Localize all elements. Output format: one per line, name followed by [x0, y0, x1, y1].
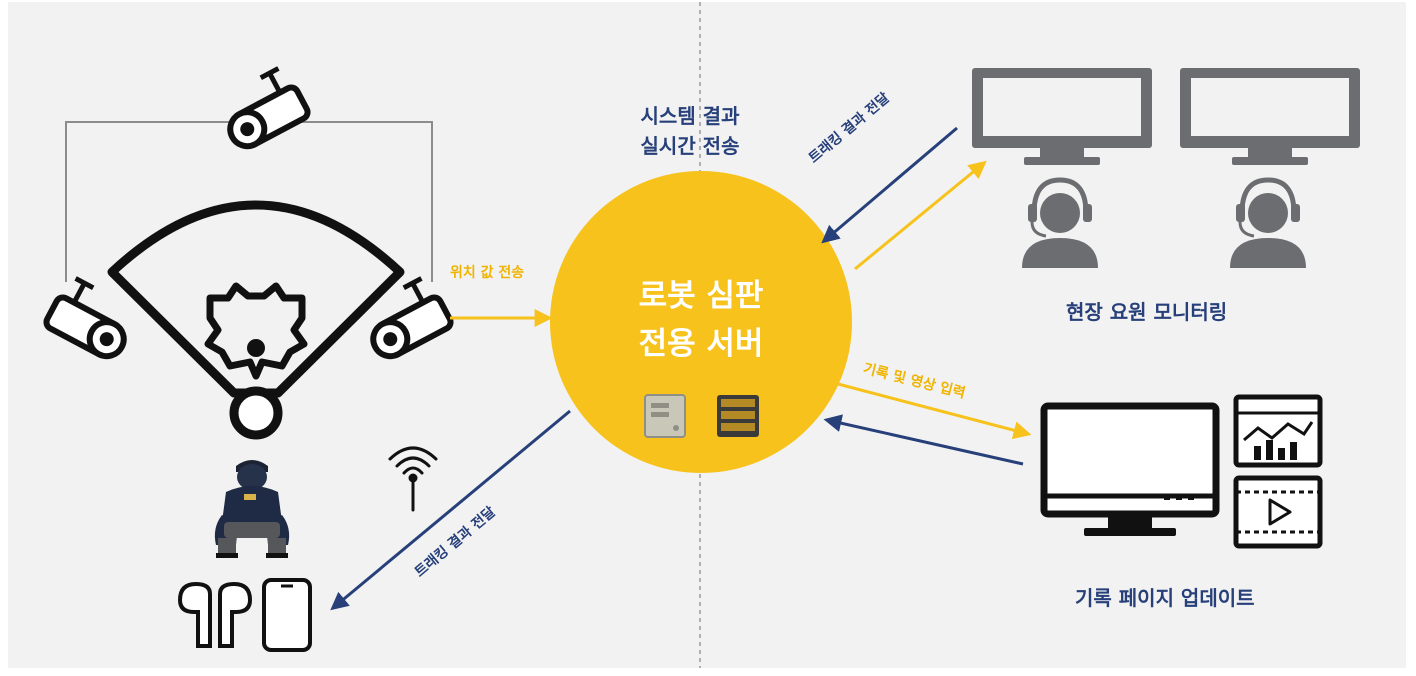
video-play-icon	[1233, 475, 1323, 549]
top-caption-line2: 실시간 전송	[640, 134, 740, 158]
arrow-monitor-feed	[854, 160, 987, 271]
top-caption: 시스템 결과 실시간 전송	[600, 101, 780, 161]
hub-title-line2: 전용 서버	[638, 326, 764, 362]
arrow-tracking-to-monitor	[821, 126, 958, 244]
camera-icon	[227, 66, 311, 150]
camera-icon	[370, 276, 454, 360]
arrow-record-input	[837, 382, 1032, 440]
umpire-icon	[214, 460, 290, 558]
arrow-record-return	[823, 414, 1024, 466]
smartphone-icon	[262, 578, 312, 652]
wireless-signal-icon	[388, 446, 438, 512]
hub-title-line1: 로봇 심판	[638, 278, 764, 314]
baseball-field-icon	[107, 200, 405, 440]
label-position-send: 위치 값 전송	[450, 265, 525, 281]
monitor-icon	[1040, 402, 1220, 536]
headset-operator-icon	[1230, 177, 1306, 268]
section-monitoring: 현장 요원 모니터링	[1066, 300, 1228, 324]
camera-icon	[43, 276, 127, 360]
monitor-icon	[1180, 68, 1360, 165]
server-icon	[644, 394, 686, 438]
earbuds-icon	[177, 581, 253, 648]
chart-icon	[1233, 394, 1323, 468]
top-caption-line1: 시스템 결과	[640, 104, 740, 128]
section-record-update: 기록 페이지 업데이트	[1075, 586, 1255, 610]
server-hub	[550, 171, 852, 473]
monitor-icon	[972, 68, 1152, 165]
headset-operator-icon	[1022, 177, 1098, 268]
server-icon	[717, 395, 759, 437]
arrow-tracking-to-umpire	[330, 409, 571, 611]
